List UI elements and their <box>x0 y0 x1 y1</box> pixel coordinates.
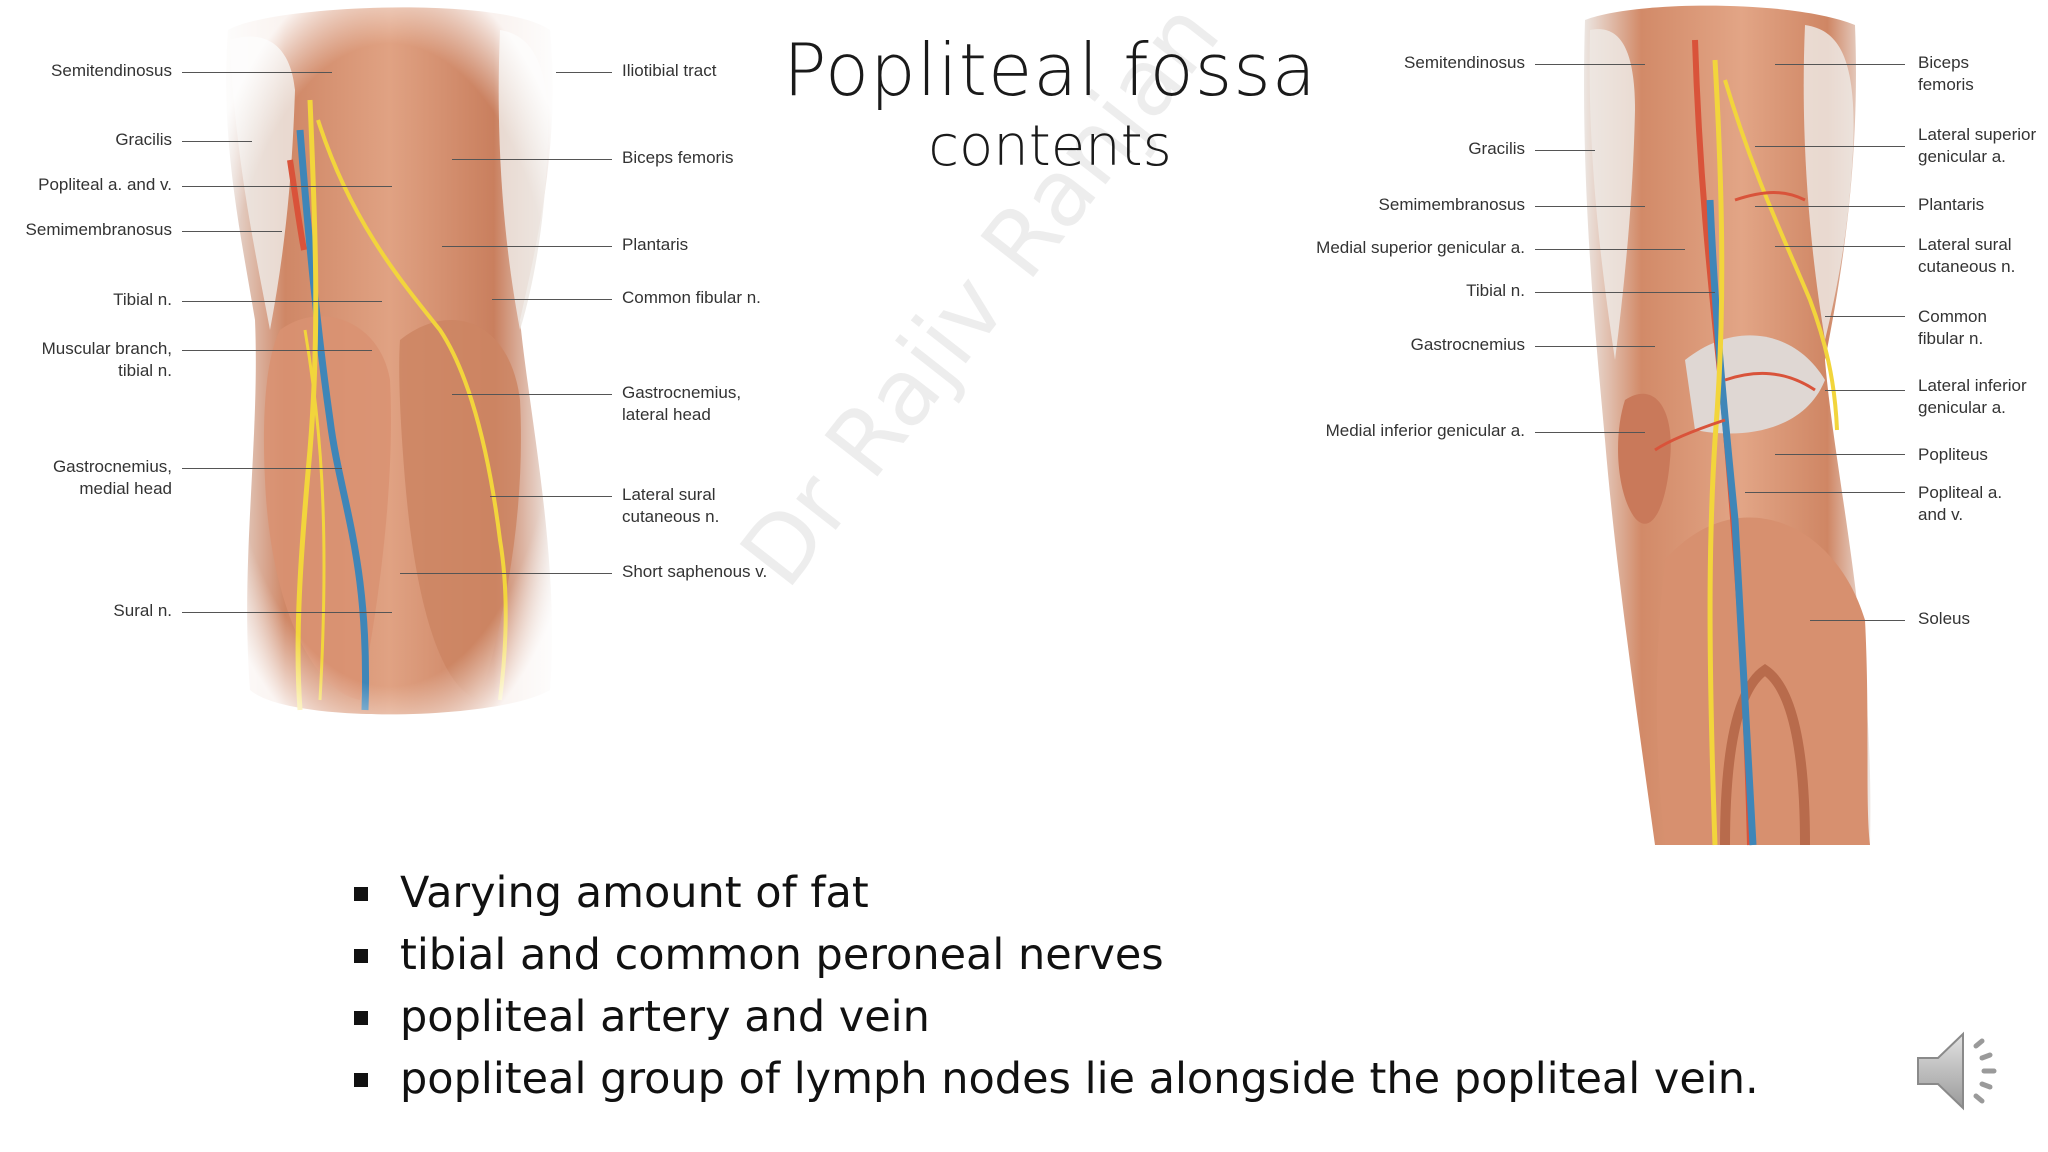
slide-title-block: Popliteal fossa contents <box>760 28 1340 182</box>
label-sural-n: Sural n. <box>113 601 172 620</box>
right-genicular-branches <box>1654 191 1816 452</box>
label-r-popliteal-a-v: Popliteal a.and v. <box>1918 483 2003 524</box>
speaker-icon[interactable] <box>1908 1016 2018 1126</box>
label-gastrocnemius-lateral: Gastrocnemius,lateral head <box>622 383 742 424</box>
label-r-medial-inferior-genicular-a: Medial inferior genicular a. <box>1325 421 1525 440</box>
label-r-semimembranosus: Semimembranosus <box>1378 195 1525 214</box>
label-common-fibular-n: Common fibular n. <box>622 288 761 307</box>
label-r-gracilis: Gracilis <box>1468 139 1525 158</box>
label-gastrocnemius-medial: Gastrocnemius,medial head <box>52 457 172 498</box>
right-soleus-arch <box>1720 663 1810 846</box>
right-soleus <box>1656 517 1870 845</box>
label-biceps-femoris: Biceps femoris <box>622 148 734 167</box>
right-anatomy-figure <box>1584 5 1871 846</box>
bullet-square-icon <box>354 1073 368 1087</box>
label-r-tibial-n: Tibial n. <box>1466 281 1525 300</box>
right-tibial-nerve <box>1707 59 1725 846</box>
label-semitendinosus: Semitendinosus <box>51 61 172 80</box>
label-semimembranosus: Semimembranosus <box>25 220 172 239</box>
label-popliteal-a-v: Popliteal a. and v. <box>38 175 172 194</box>
label-gracilis: Gracilis <box>115 130 172 149</box>
label-plantaris: Plantaris <box>622 235 689 254</box>
label-tibial-n: Tibial n. <box>113 290 172 309</box>
right-common-fibular-nerve <box>1723 79 1839 431</box>
bullet-square-icon <box>354 1011 368 1025</box>
label-muscular-branch: Muscular branch,tibial n. <box>41 339 172 380</box>
label-iliotibial-tract: Iliotibial tract <box>622 61 717 80</box>
bullet-square-icon <box>354 887 368 901</box>
label-short-saphenous-v: Short saphenous v. <box>622 562 768 581</box>
bullet-item: popliteal artery and vein <box>350 986 1759 1048</box>
slide-subtitle: contents <box>928 114 1172 179</box>
bullet-item: Varying amount of fat <box>350 862 1759 924</box>
bullet-list: Varying amount of fat tibial and common … <box>350 862 1759 1110</box>
label-r-soleus: Soleus <box>1918 609 1970 628</box>
right-gastrocnemius-flap <box>1618 393 1671 524</box>
bullet-item: tibial and common peroneal nerves <box>350 924 1759 986</box>
left-anatomy-figure <box>200 0 580 730</box>
label-r-semitendinosus: Semitendinosus <box>1404 53 1525 72</box>
right-tendon-lateral <box>1803 25 1854 340</box>
right-tendon-medial <box>1589 29 1635 360</box>
slide-title: Popliteal fossa <box>783 28 1317 112</box>
bullet-square-icon <box>354 949 368 963</box>
label-r-medial-superior-genicular-a: Medial superior genicular a. <box>1316 238 1525 257</box>
right-popliteal-vein <box>1706 199 1757 846</box>
bullet-item: popliteal group of lymph nodes lie along… <box>350 1048 1759 1110</box>
label-r-popliteus: Popliteus <box>1918 445 1988 464</box>
label-r-gastrocnemius: Gastrocnemius <box>1410 335 1525 354</box>
label-r-plantaris: Plantaris <box>1918 195 1985 214</box>
